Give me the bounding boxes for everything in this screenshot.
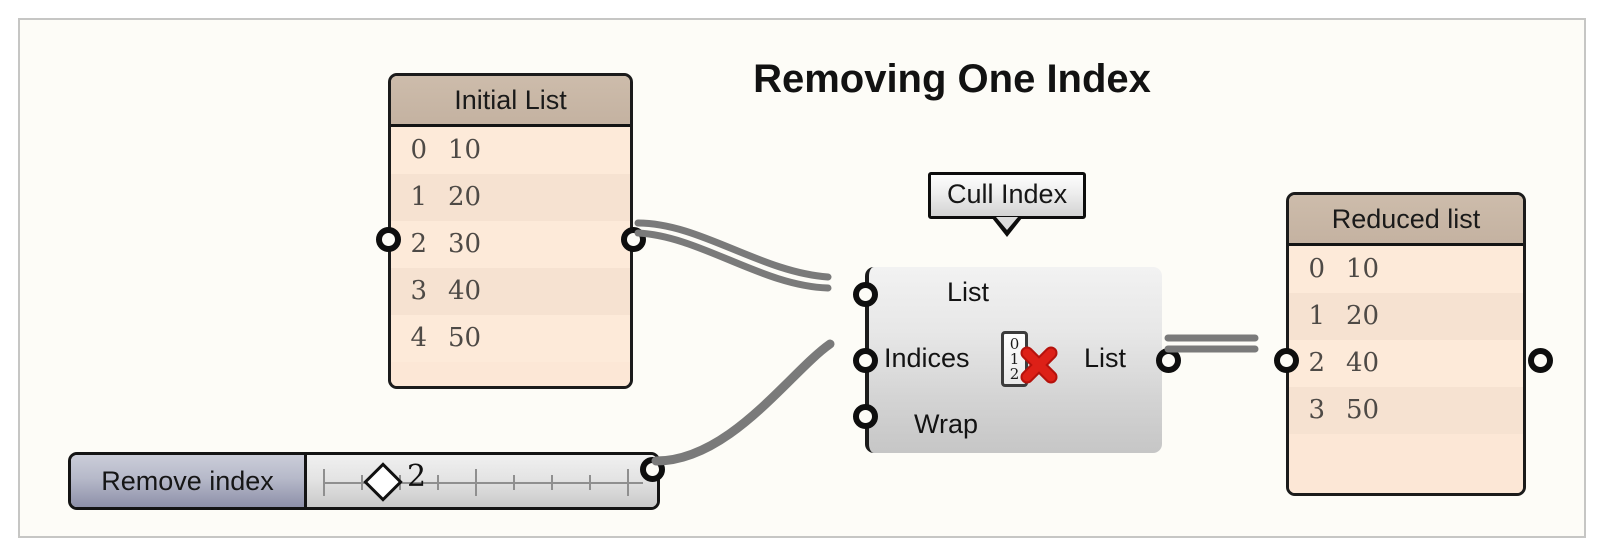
panel-empty-fill [1289, 434, 1523, 493]
chip-digit-2: 2 [1009, 364, 1020, 383]
port-cull-output-list[interactable] [1156, 348, 1181, 373]
slider-value: 2 [407, 459, 427, 494]
port-cull-input-indices[interactable] [853, 348, 878, 373]
chip-digit-0: 0 [1009, 334, 1020, 353]
port-slider-output[interactable] [640, 457, 665, 482]
panel-reduced-list-title: Reduced list [1289, 195, 1523, 246]
port-reduced-list-output[interactable] [1528, 348, 1553, 373]
slider-tick [475, 469, 477, 496]
slider-tick [551, 475, 553, 490]
list-item: 0 10 [1289, 246, 1523, 293]
port-cull-input-list[interactable] [853, 282, 878, 307]
cull-index-node[interactable]: List Indices Wrap List 0 1 2 [865, 267, 1162, 453]
panel-reduced-list-body: 0 10 1 20 2 40 3 50 [1289, 246, 1523, 493]
slider-name-panel[interactable]: Remove index [71, 455, 307, 507]
port-initial-list-input[interactable] [376, 227, 401, 252]
tooltip-label: Cull Index [928, 172, 1087, 219]
row-value: 40 [1346, 348, 1380, 378]
port-cull-input-wrap[interactable] [853, 404, 878, 429]
page-title: Removing One Index [753, 57, 1151, 101]
red-x-icon [1020, 346, 1058, 384]
chip-digit-1: 1 [1009, 349, 1020, 368]
grasshopper-canvas: Removing One Index Initial List 0 10 1 2… [18, 18, 1586, 538]
slider-tick [437, 475, 439, 490]
list-item: 2 40 [1289, 340, 1523, 387]
row-value: 50 [1346, 395, 1380, 425]
row-index: 1 [410, 182, 427, 212]
list-item: 1 20 [1289, 293, 1523, 340]
slider-rail [323, 482, 643, 484]
slider-tick [323, 469, 325, 496]
slider-track[interactable]: 2 [307, 455, 657, 507]
slider-handle[interactable] [363, 462, 403, 502]
output-label-list: List [1084, 343, 1127, 373]
panel-initial-list-body: 0 10 1 20 2 30 3 40 4 50 [391, 127, 630, 386]
list-item: 3 40 [391, 268, 630, 315]
number-slider[interactable]: Remove index 2 [68, 452, 660, 510]
port-initial-list-output[interactable] [621, 227, 646, 252]
panel-initial-list[interactable]: Initial List 0 10 1 20 2 30 3 40 4 50 [388, 73, 633, 389]
list-item: 1 20 [391, 174, 630, 221]
row-index: 0 [410, 135, 427, 165]
list-item: 4 50 [391, 315, 630, 362]
slider-tick [513, 475, 515, 490]
row-value: 40 [448, 276, 482, 306]
row-value: 50 [448, 323, 482, 353]
list-item: 2 30 [391, 221, 630, 268]
row-index: 2 [1308, 348, 1325, 378]
slider-tick [589, 475, 591, 490]
tooltip-tail-inner [996, 217, 1019, 230]
row-index: 3 [1308, 395, 1325, 425]
slider-tick [361, 475, 363, 490]
input-label-indices: Indices [884, 343, 970, 373]
row-value: 30 [448, 229, 482, 259]
panel-empty-fill [391, 362, 630, 386]
list-item: 0 10 [391, 127, 630, 174]
row-value: 20 [448, 182, 482, 212]
input-label-wrap: Wrap [914, 409, 979, 439]
row-value: 10 [1346, 254, 1380, 284]
row-index: 0 [1308, 254, 1325, 284]
row-value: 20 [1346, 301, 1380, 331]
row-index: 3 [410, 276, 427, 306]
row-index: 2 [410, 229, 427, 259]
row-value: 10 [448, 135, 482, 165]
row-index: 4 [410, 323, 427, 353]
slider-tick [627, 469, 629, 496]
tooltip-cull-index: Cull Index [928, 172, 1087, 237]
cull-index-icon: 0 1 2 [999, 329, 1058, 391]
panel-initial-list-title: Initial List [391, 76, 630, 127]
panel-reduced-list[interactable]: Reduced list 0 10 1 20 2 40 3 50 [1286, 192, 1526, 496]
port-reduced-list-input[interactable] [1274, 348, 1299, 373]
list-item: 3 50 [1289, 387, 1523, 434]
input-label-list: List [947, 277, 990, 307]
row-index: 1 [1308, 301, 1325, 331]
